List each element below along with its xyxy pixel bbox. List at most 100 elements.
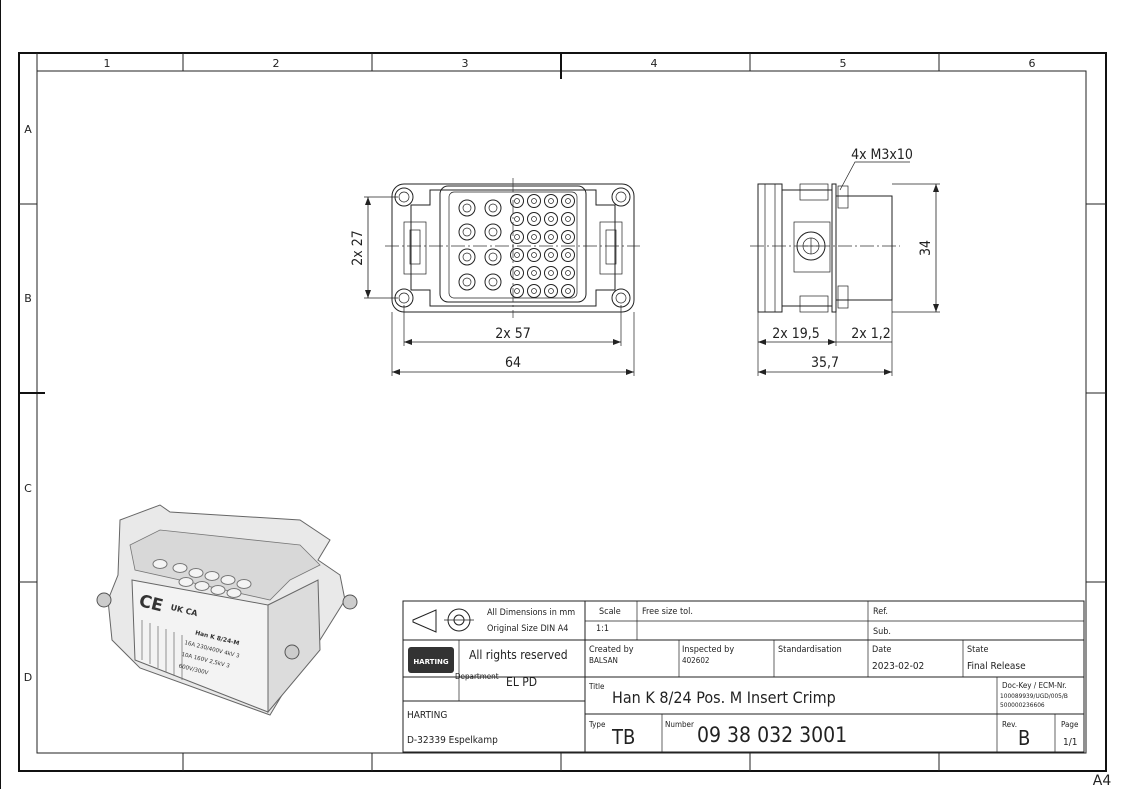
revision-value: B <box>1018 726 1030 750</box>
signal-contact <box>510 212 524 226</box>
signal-contact-bore <box>531 216 537 222</box>
screw-icon <box>611 288 631 308</box>
dimension-label: 64 <box>505 355 521 371</box>
signal-contact-bore <box>548 234 554 240</box>
signal-contact-bore <box>514 288 520 294</box>
type-value: TB <box>611 725 635 749</box>
power-contact <box>458 248 476 266</box>
svg-text:HARTING: HARTING <box>413 658 449 666</box>
signal-contact-bore <box>565 216 571 222</box>
signal-contact <box>544 266 558 280</box>
power-contacts <box>458 199 502 291</box>
drawing-title: Han K 8/24 Pos. M Insert Crimp <box>612 688 836 707</box>
signal-contact-bore <box>548 216 554 222</box>
type-label: Type <box>588 720 606 729</box>
sub-label: Sub. <box>873 627 891 637</box>
signal-contact <box>510 284 524 298</box>
signal-contact-bore <box>565 198 571 204</box>
doc-key-label: Doc-Key / ECM-Nr. <box>1002 681 1067 690</box>
signal-contact-bore <box>531 198 537 204</box>
signal-contact-bore <box>514 270 520 276</box>
power-contact-bore <box>488 203 498 213</box>
signal-contact-bore <box>531 252 537 258</box>
contact-pin <box>220 575 236 585</box>
front-view: 2x 27 2x 57 64 <box>350 178 640 376</box>
dimension-label: 34 <box>918 240 934 256</box>
signal-contact <box>544 248 558 262</box>
screw-icon <box>611 187 631 207</box>
state-label: State <box>967 645 988 655</box>
date-value: 2023-02-02 <box>872 661 924 672</box>
contact-pin <box>152 559 168 569</box>
side-view: 4x M3x10 34 2x 19,5 2x 1,2 35,7 <box>750 147 940 376</box>
contact-pin <box>188 568 204 578</box>
signal-contact <box>510 194 524 208</box>
contact-pin <box>236 579 252 589</box>
company-address: D-32339 Espelkamp <box>407 735 498 746</box>
power-contact-bore <box>488 277 498 287</box>
signal-contact <box>561 212 575 226</box>
power-contact-bore <box>488 252 498 262</box>
signal-contact <box>527 230 541 244</box>
signal-contact <box>527 248 541 262</box>
signal-contact <box>527 266 541 280</box>
signal-contact-bore <box>565 288 571 294</box>
department-value: EL PD <box>506 675 537 689</box>
row-label: A <box>24 123 32 136</box>
created-by-label: Created by <box>589 645 634 655</box>
signal-contact <box>544 230 558 244</box>
column-label: 5 <box>840 57 847 70</box>
screw-icon <box>342 594 358 610</box>
dimensions-note: All Dimensions in mm <box>487 608 575 618</box>
state-value: Final Release <box>967 661 1026 672</box>
inspected-by-label: Inspected by <box>682 645 734 655</box>
signal-contact-bore <box>514 216 520 222</box>
signal-contact <box>527 194 541 208</box>
column-label: 4 <box>651 57 658 70</box>
dimension-label: 2x 1,2 <box>851 326 890 342</box>
number-label: Number <box>665 720 694 729</box>
row-grid <box>19 203 1106 583</box>
contact-pin <box>204 571 220 581</box>
revision-label: Rev. <box>1002 720 1017 729</box>
power-contact-bore <box>462 277 472 287</box>
sheet-size-label: A4 <box>1093 773 1112 789</box>
dimension-label: 2x 57 <box>495 326 531 342</box>
signal-contact <box>561 194 575 208</box>
contact-pin <box>172 563 188 573</box>
screw-callout: 4x M3x10 <box>851 147 913 163</box>
free-size-tolerance-label: Free size tol. <box>642 607 693 617</box>
screw-icon <box>284 644 300 660</box>
power-contact-bore <box>488 227 498 237</box>
signal-contact-bore <box>548 288 554 294</box>
page-value: 1/1 <box>1063 737 1077 748</box>
original-size-note: Original Size DIN A4 <box>487 624 568 634</box>
signal-contact <box>544 284 558 298</box>
signal-contact <box>510 266 524 280</box>
department-label: Department <box>455 672 499 681</box>
title-block: All Dimensions in mm Original Size DIN A… <box>402 600 1085 753</box>
power-contact <box>458 199 476 217</box>
page-label: Page <box>1061 720 1079 729</box>
dimension-label: 2x 27 <box>350 230 366 266</box>
signal-contact <box>561 248 575 262</box>
signal-contact <box>561 266 575 280</box>
signal-contact-bore <box>531 288 537 294</box>
power-contact-bore <box>462 227 472 237</box>
row-label: D <box>24 671 32 684</box>
column-label: 2 <box>273 57 280 70</box>
signal-contact <box>510 248 524 262</box>
signal-contact-bore <box>565 252 571 258</box>
contact-pin <box>178 577 194 587</box>
signal-contact-bore <box>514 198 520 204</box>
power-contact <box>484 248 502 266</box>
signal-contact-bore <box>548 270 554 276</box>
row-label: B <box>24 292 32 305</box>
rights-note: All rights reserved <box>469 648 568 662</box>
ecm-number: 500000236606 <box>1000 701 1045 709</box>
contact-pins <box>152 559 252 598</box>
column-label: 6 <box>1029 57 1036 70</box>
date-label: Date <box>872 645 891 655</box>
row-label: C <box>24 482 32 495</box>
